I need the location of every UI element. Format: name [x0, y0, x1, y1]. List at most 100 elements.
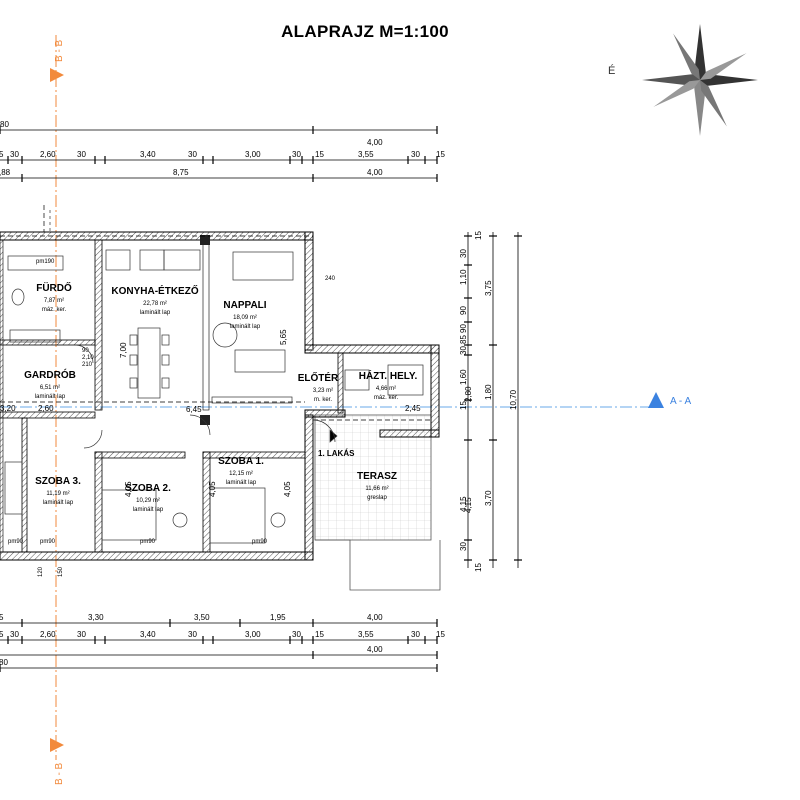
dim-label: 5	[0, 613, 4, 622]
room-floor: greslap	[367, 495, 387, 501]
bottom-dimensions	[0, 619, 438, 672]
dim-label: 8,75	[173, 168, 189, 177]
dim-label: 4,00	[367, 168, 383, 177]
room-name: HÁZT. HELY.	[359, 369, 418, 382]
dim-label: 5	[0, 150, 4, 159]
dim-label: 3,00	[245, 630, 261, 639]
dim-label: 30	[459, 542, 468, 551]
dim-label: 30	[77, 150, 86, 159]
dim-label: 4,15	[459, 496, 468, 512]
section-bb-line: B - B B - B	[50, 35, 65, 785]
room-floor: laminált lap	[226, 480, 257, 486]
room-floor: m. ker.	[314, 397, 332, 403]
annotation: 120	[38, 566, 44, 577]
dim-label: 1,60	[459, 369, 468, 385]
dim-label: 15	[315, 630, 324, 639]
dim-label: 30	[459, 249, 468, 258]
furniture	[4, 210, 424, 544]
dim-label: 30	[411, 150, 420, 159]
dim-label: ,88	[0, 168, 11, 177]
annotation: pm90	[8, 539, 24, 545]
dim-label: 1,80	[484, 384, 493, 400]
room-labels: FÜRDŐ 7,87 m² máz. ker. KONYHA-ÉTKEZŐ 22…	[24, 281, 417, 513]
room-name: SZOBA 2.	[125, 483, 171, 494]
room-name: TERASZ	[357, 471, 397, 482]
dim-label: 90	[459, 324, 468, 333]
annotation: 210	[82, 362, 93, 368]
dim-label: 15	[436, 630, 445, 639]
dim-label: 80	[0, 658, 8, 667]
dim-label: 90	[459, 306, 468, 315]
room-name: SZOBA 3.	[35, 476, 81, 487]
dim-label: 30	[459, 346, 468, 355]
right-dimensions	[464, 232, 522, 568]
annotation: 2,60	[38, 404, 54, 413]
top-dimension-labels: 80 4,00 5 30 2,60 30 3,40 30 3,00 30 15 …	[0, 120, 445, 177]
room-area: 12,15 m²	[229, 471, 253, 477]
right-dimension-labels: 15 30 1,10 90 90 85 30 1,60 15 4,15 30 1…	[459, 231, 518, 572]
room-floor: laminált lap	[35, 394, 66, 400]
annotation: 5,65	[279, 329, 288, 345]
dashed-overhead-lines	[0, 205, 431, 421]
room-floor: máz. ker.	[374, 395, 399, 401]
room-floor: laminált lap	[43, 500, 74, 506]
dim-label: 3,70	[484, 490, 493, 506]
room-name: NAPPALI	[223, 300, 266, 311]
dim-label: 15	[436, 150, 445, 159]
room-area: 6,51 m²	[40, 385, 60, 391]
room-name: ELŐTÉR	[298, 371, 339, 384]
room-area: 4,66 m²	[376, 386, 396, 392]
compass-icon: É	[608, 24, 758, 136]
dim-label: 30	[292, 630, 301, 639]
section-aa-label: A - A	[670, 396, 691, 407]
room-terasz: TERASZ 11,66 m² greslap	[357, 471, 397, 501]
room-szoba3: SZOBA 3. 11,19 m² laminált lap	[35, 476, 81, 506]
section-bb-top-label: B - B	[54, 39, 65, 62]
room-area: 22,78 m²	[143, 301, 167, 307]
top-dimensions	[0, 126, 438, 182]
annotation: 4,05	[208, 481, 217, 497]
room-area: 3,23 m²	[313, 388, 333, 394]
room-nappali: NAPPALI 18,09 m² laminált lap	[223, 300, 266, 330]
dim-label: 3,00	[245, 150, 261, 159]
room-floor: laminált lap	[230, 324, 261, 330]
room-name: FÜRDŐ	[36, 281, 72, 294]
dim-label: 3,40	[140, 630, 156, 639]
dim-label: 30	[10, 150, 19, 159]
dim-label: 80	[0, 120, 9, 129]
annotation: 90	[82, 348, 89, 354]
dim-label: 3,75	[484, 280, 493, 296]
dim-label: 30	[77, 630, 86, 639]
section-aa-line: A - A	[0, 392, 691, 408]
dim-label: 4,00	[367, 613, 383, 622]
dim-label: 30	[188, 630, 197, 639]
dim-label: 4,00	[367, 645, 383, 654]
dim-label: 85	[459, 335, 468, 344]
annotation: pm90	[140, 539, 156, 545]
room-name: GARDRÓB	[24, 368, 76, 381]
dim-label: 3,55	[358, 630, 374, 639]
bottom-dimension-labels: 5 3,30 3,50 1,95 4,00 5 30 2,60 30 3,40 …	[0, 613, 445, 667]
plan-title: ALAPRAJZ M=1:100	[281, 22, 449, 41]
dim-label: 1,95	[270, 613, 286, 622]
dim-label: 3,55	[358, 150, 374, 159]
dim-label: 15	[474, 231, 483, 240]
room-area: 11,19 m²	[46, 491, 69, 497]
misc-annotations: pm190 pm90 pm90 pm90 pm90 6,45 7,00 5,65…	[0, 259, 421, 577]
entrance-label: 1. LAKÁS	[318, 449, 355, 458]
room-floor: laminált lap	[140, 310, 171, 316]
dim-label: 15	[315, 150, 324, 159]
section-bb-bottom-label: B - B	[54, 762, 65, 785]
annotation: 7,00	[119, 342, 128, 358]
dim-label: 15	[474, 563, 483, 572]
compass-north-label: É	[608, 64, 615, 77]
dim-label: 2,60	[40, 150, 56, 159]
dim-label: 1,10	[459, 269, 468, 285]
dim-label: 30	[411, 630, 420, 639]
annotation: pm190	[36, 259, 55, 265]
dim-label: 3,30	[88, 613, 104, 622]
annotation: 2,10	[82, 355, 94, 361]
room-konyha: KONYHA-ÉTKEZŐ 22,78 m² laminált lap	[111, 284, 198, 316]
room-area: 18,09 m²	[233, 315, 257, 321]
